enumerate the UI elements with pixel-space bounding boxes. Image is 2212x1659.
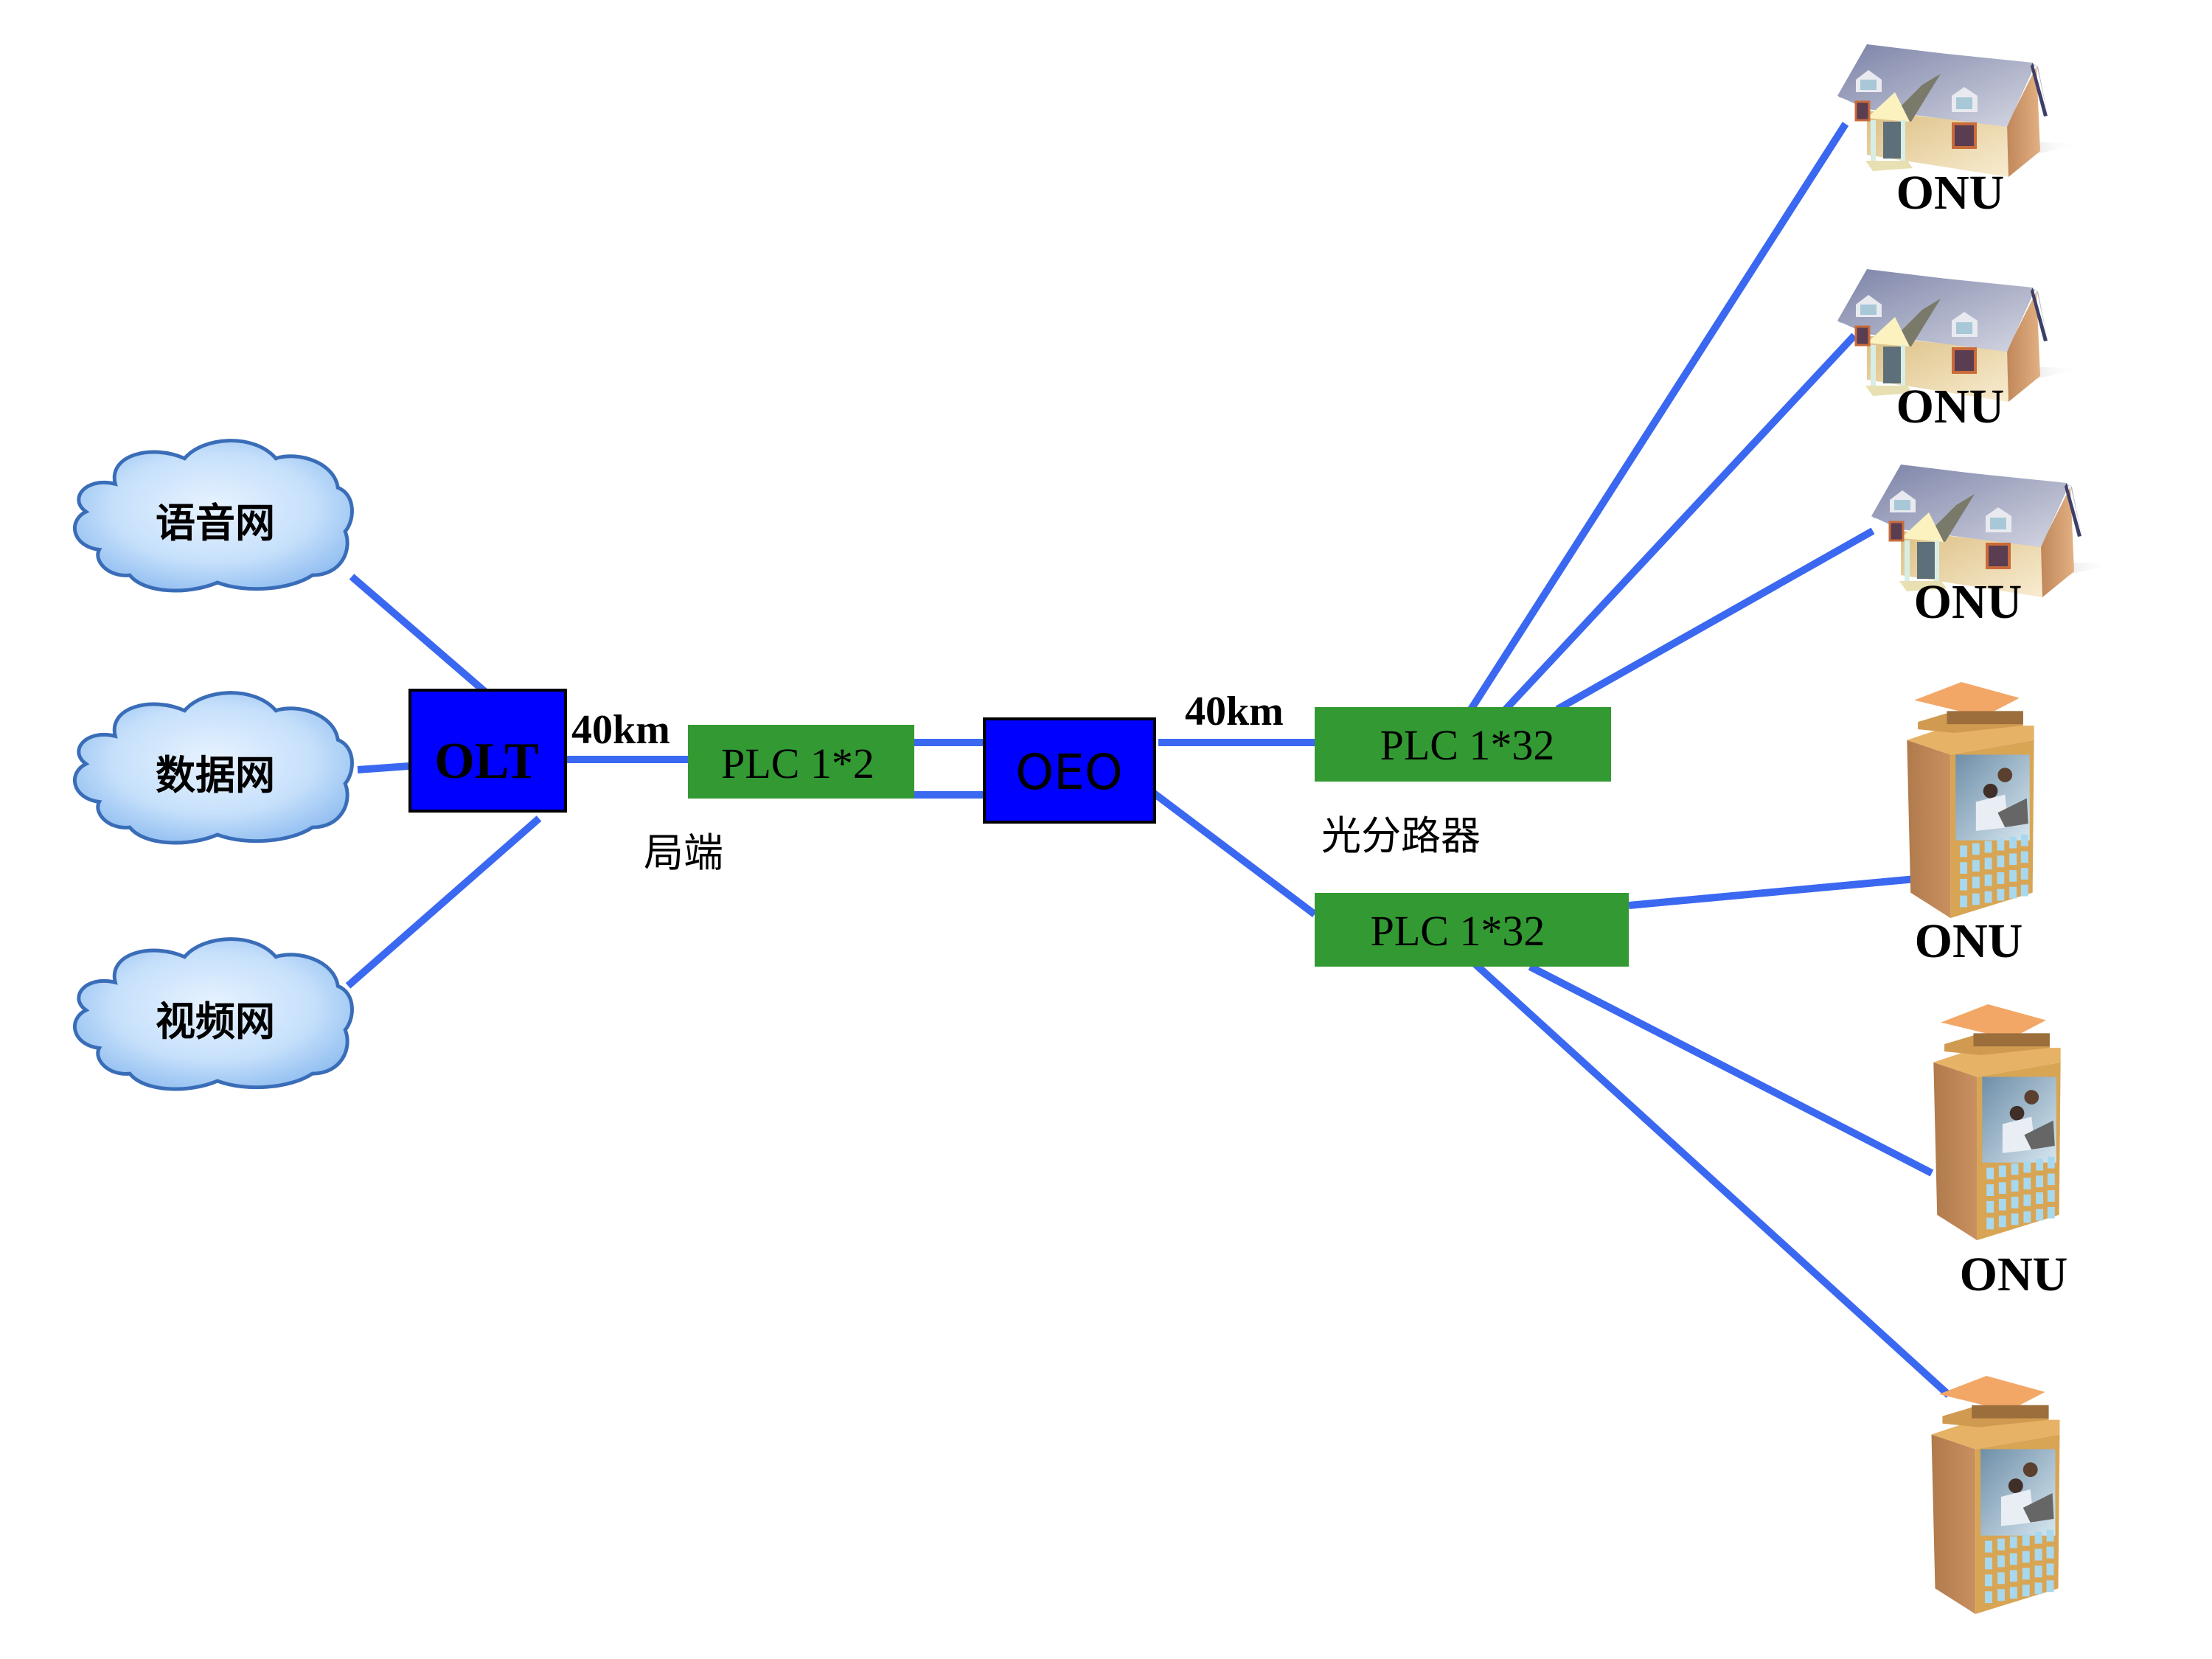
link-voice-olt bbox=[349, 574, 490, 696]
onu-house-1: ONU bbox=[1837, 44, 2073, 220]
plc-head-node: PLC 1*2 bbox=[688, 725, 914, 799]
link-plc-upper-onu-1 bbox=[1467, 122, 1849, 712]
link-plc-lower-onu-6 bbox=[1470, 959, 1952, 1398]
oeo-label: OEO bbox=[1015, 744, 1123, 801]
onu-label: ONU bbox=[1915, 914, 2023, 968]
onu-house-3: ONU bbox=[1871, 465, 2107, 629]
plc-lower-label: PLC 1*32 bbox=[1371, 907, 1545, 955]
plc-head-label: PLC 1*2 bbox=[721, 740, 874, 787]
onu-label: ONU bbox=[1960, 1248, 2068, 1301]
link-plc-lower-onu-5 bbox=[1528, 963, 1934, 1177]
cloud-label: 数据网 bbox=[156, 752, 275, 799]
cloud-voice-network: 语音网 bbox=[74, 441, 352, 591]
link-plc-lower-onu-4 bbox=[1628, 874, 1933, 909]
olt-label: OLT bbox=[434, 733, 538, 790]
onu-label: ONU bbox=[1914, 575, 2023, 629]
plc-upper-node: PLC 1*32 bbox=[1315, 707, 1611, 782]
onu-label: ONU bbox=[1896, 380, 2005, 434]
plc-upper-box bbox=[1315, 707, 1611, 782]
splitter-label: 光分路器 bbox=[1321, 813, 1481, 859]
plc-lower-node: PLC 1*32 bbox=[1315, 893, 1629, 967]
building-icon bbox=[1931, 1376, 2060, 1615]
cloud-label: 视频网 bbox=[156, 998, 275, 1045]
onu-house-2: ONU bbox=[1837, 269, 2073, 434]
head-end-label: 局端 bbox=[644, 830, 723, 876]
links bbox=[345, 122, 1952, 1398]
olt-box bbox=[408, 689, 567, 813]
distance-label-left: 40km bbox=[571, 707, 670, 753]
oeo-box bbox=[983, 717, 1156, 824]
house-icon bbox=[1837, 44, 2073, 178]
plc-upper-label: PLC 1*32 bbox=[1380, 721, 1555, 769]
link-plc-upper-onu-3 bbox=[1555, 527, 1875, 713]
building-icon bbox=[1907, 682, 2034, 919]
link-plc-upper-onu-2 bbox=[1503, 333, 1857, 712]
plc-lower-box bbox=[1315, 893, 1629, 967]
oeo-node: OEO bbox=[983, 717, 1156, 824]
onu-label: ONU bbox=[1896, 166, 2005, 220]
cloud-label: 语音网 bbox=[156, 500, 275, 546]
olt-node: OLT bbox=[408, 689, 567, 813]
onu-building-3 bbox=[1931, 1376, 2060, 1615]
cloud-data-network: 数据网 bbox=[74, 693, 352, 843]
onu-building-1: ONU bbox=[1907, 682, 2034, 968]
link-video-olt bbox=[345, 815, 542, 989]
plc-head-box bbox=[688, 725, 914, 799]
distance-label-right: 40km bbox=[1185, 689, 1284, 734]
onu-building-2: ONU bbox=[1933, 1004, 2067, 1301]
cloud-video-network: 视频网 bbox=[74, 939, 352, 1089]
building-icon bbox=[1933, 1004, 2061, 1241]
